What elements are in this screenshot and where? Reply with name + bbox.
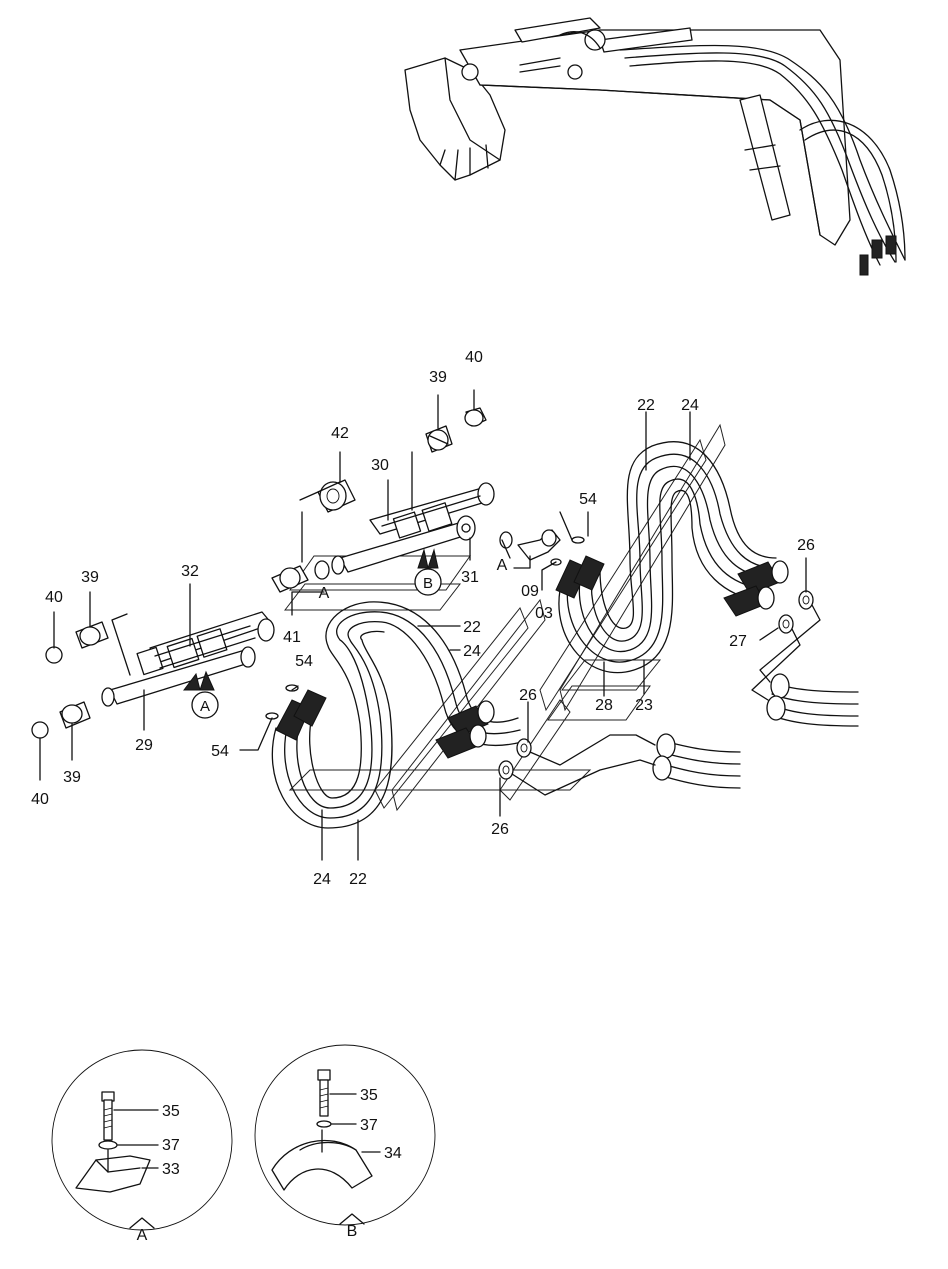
label-24-mid: 24 [463,643,481,660]
label-40-lower: 40 [31,791,49,808]
label-26-bottom: 26 [491,821,509,838]
label-22-top: 22 [637,397,655,414]
label-54-mid: 54 [295,653,313,670]
label-28: 28 [595,697,613,714]
label-22-mid: 22 [463,619,481,636]
label-37-a: 37 [162,1137,180,1154]
label-39-top: 39 [429,369,447,386]
label-41: 41 [283,629,301,646]
label-31: 31 [461,569,479,586]
label-32: 32 [181,563,199,580]
detail-a-caption: A [137,1227,148,1244]
label-27: 27 [729,633,747,650]
detail-view-a [51,1049,233,1231]
ref-a-mid: A [497,557,508,574]
label-24-bottom: 24 [313,871,331,888]
label-37-b: 37 [360,1117,378,1134]
label-03: 03 [535,605,553,622]
label-22-bottom: 22 [349,871,367,888]
label-33: 33 [162,1161,180,1178]
leader-lines [39,389,807,861]
fittings [31,407,585,739]
view-markers [183,548,442,719]
callout-letters: A A A B A B [137,557,508,1244]
label-34: 34 [384,1145,402,1162]
label-40-top: 40 [465,349,483,366]
label-26-mid: 26 [519,687,537,704]
washers-and-pipes [498,590,859,796]
detail-b-caption: B [347,1223,358,1240]
label-54-lower: 54 [211,743,229,760]
circle-b-letter: B [423,575,433,592]
label-09: 09 [521,583,539,600]
detail-view-b [254,1044,436,1226]
circle-a-letter: A [200,698,210,715]
label-35-a: 35 [162,1103,180,1120]
label-24-top: 24 [681,397,699,414]
excavator-arm-overview [404,17,906,276]
label-42: 42 [331,425,349,442]
right-hose-loop [555,441,789,674]
ref-a-top: A [319,585,330,602]
label-29: 29 [135,737,153,754]
label-30: 30 [371,457,389,474]
label-39-lower: 39 [63,769,81,786]
upper-valve-assembly [331,482,495,575]
part-labels: 40 39 42 30 32 40 39 39 40 29 41 54 54 5… [31,349,815,1178]
left-valve-assembly [101,611,275,707]
label-39-left: 39 [81,569,99,586]
ghost-outlines [283,423,726,812]
label-26-right: 26 [797,537,815,554]
label-40-left: 40 [45,589,63,606]
left-hose-loop [271,601,523,829]
label-23: 23 [635,697,653,714]
label-35-b: 35 [360,1087,378,1104]
label-54-right: 54 [579,491,597,508]
